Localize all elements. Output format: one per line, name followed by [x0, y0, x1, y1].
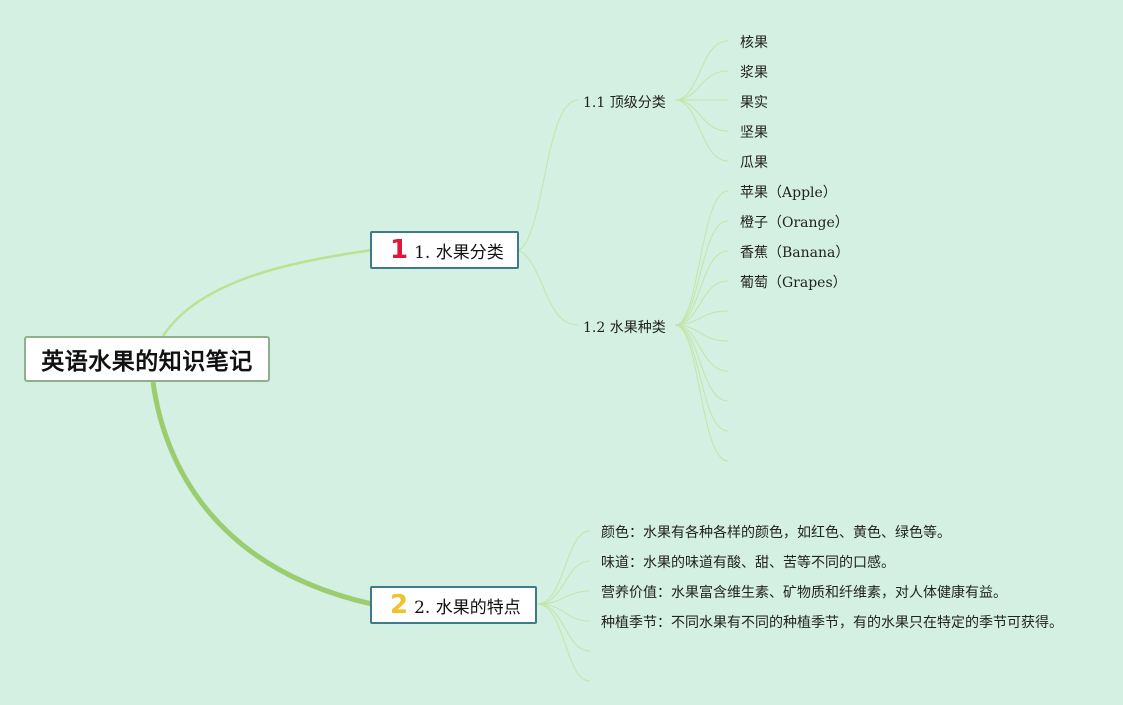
leaf-node[interactable]: 苹果（Apple）	[740, 182, 837, 202]
subtopic-node-top-classification[interactable]: 1.1 顶级分类	[583, 92, 666, 112]
leaf-label: 种植季节：不同水果有不同的种植季节，有的水果只在特定的季节可获得。	[601, 615, 1063, 631]
connector-sub-2-leaf	[674, 190, 729, 326]
leaf-label: 味道：水果的味道有酸、甜、苦等不同的口感。	[601, 555, 895, 571]
number-1-badge-icon: 1	[390, 235, 409, 265]
root-node[interactable]: 英语水果的知识笔记	[24, 336, 270, 382]
connector-sub-2-leaf	[674, 250, 729, 326]
leaf-node[interactable]: 葡萄（Grapes）	[740, 272, 847, 292]
leaf-label: 核果	[740, 35, 768, 51]
leaf-node[interactable]: 颜色：水果有各种各样的颜色，如红色、黄色、绿色等。	[601, 522, 951, 542]
leaf-node[interactable]: 瓜果	[740, 152, 768, 172]
leaf-node[interactable]: 橙子（Orange）	[740, 212, 849, 232]
leaf-label: 苹果（Apple）	[740, 185, 837, 201]
leaf-label: 浆果	[740, 65, 768, 81]
subtopic-label: 1.2 水果种类	[583, 320, 666, 336]
connector-sub-2-empty	[674, 324, 729, 462]
connector-branch-1-sub-2	[518, 249, 579, 326]
connector-sub-2-empty	[674, 310, 729, 326]
connector-sub-1-leaf	[674, 99, 729, 132]
connector-root-branch-1	[161, 248, 373, 337]
leaf-label: 颜色：水果有各种各样的颜色，如红色、黄色、绿色等。	[601, 525, 951, 541]
connector-sub-1-leaf	[674, 70, 729, 101]
number-2-badge-icon: 2	[390, 590, 409, 620]
leaf-node[interactable]: 味道：水果的味道有酸、甜、苦等不同的口感。	[601, 552, 895, 572]
subtopic-node-fruit-types[interactable]: 1.2 水果种类	[583, 317, 666, 337]
connector-branch-2-leaf	[536, 603, 591, 622]
connector-sub-2-empty	[674, 324, 729, 402]
connector-sub-1-leaf	[674, 99, 729, 162]
leaf-node[interactable]: 坚果	[740, 122, 768, 142]
connector-sub-1-leaf	[674, 40, 729, 101]
leaf-node[interactable]: 果实	[740, 92, 768, 112]
leaf-node[interactable]: 种植季节：不同水果有不同的种植季节，有的水果只在特定的季节可获得。	[601, 612, 1063, 632]
leaf-label: 营养价值：水果富含维生素、矿物质和纤维素，对人体健康有益。	[601, 585, 1007, 601]
branch-label-2: 2. 水果的特点	[414, 597, 521, 618]
connector-sub-2-empty	[674, 324, 729, 342]
leaf-label: 瓜果	[740, 155, 768, 171]
connector-sub-2-leaf	[674, 280, 729, 326]
leaf-node[interactable]: 浆果	[740, 62, 768, 82]
connector-branch-1-sub-1	[518, 99, 579, 251]
leaf-label: 果实	[740, 95, 768, 111]
leaf-label: 香蕉（Banana）	[740, 245, 850, 261]
branch-node-2[interactable]: 2 2. 水果的特点	[370, 586, 537, 624]
leaf-node[interactable]: 香蕉（Banana）	[740, 242, 849, 262]
connector-branch-2-empty	[536, 603, 591, 652]
leaf-label: 坚果	[740, 125, 768, 141]
leaf-label: 葡萄（Grapes）	[740, 275, 847, 291]
branch-label-1: 1. 水果分类	[414, 242, 504, 263]
connector-branch-2-leaf	[536, 560, 591, 605]
root-title: 英语水果的知识笔记	[41, 349, 253, 375]
subtopic-label: 1.1 顶级分类	[583, 95, 666, 111]
connector-branch-2-leaf	[536, 590, 591, 605]
leaf-node[interactable]: 营养价值：水果富含维生素、矿物质和纤维素，对人体健康有益。	[601, 582, 1007, 602]
leaf-node[interactable]: 核果	[740, 32, 768, 52]
connector-branch-2-empty	[536, 603, 591, 682]
connector-branch-2-leaf	[536, 530, 591, 605]
connector-root-branch-2	[150, 381, 373, 607]
connector-sub-2-empty	[674, 324, 729, 372]
branch-node-1[interactable]: 1 1. 水果分类	[370, 231, 519, 269]
leaf-label: 橙子（Orange）	[740, 215, 849, 231]
connector-sub-2-leaf	[674, 220, 729, 326]
